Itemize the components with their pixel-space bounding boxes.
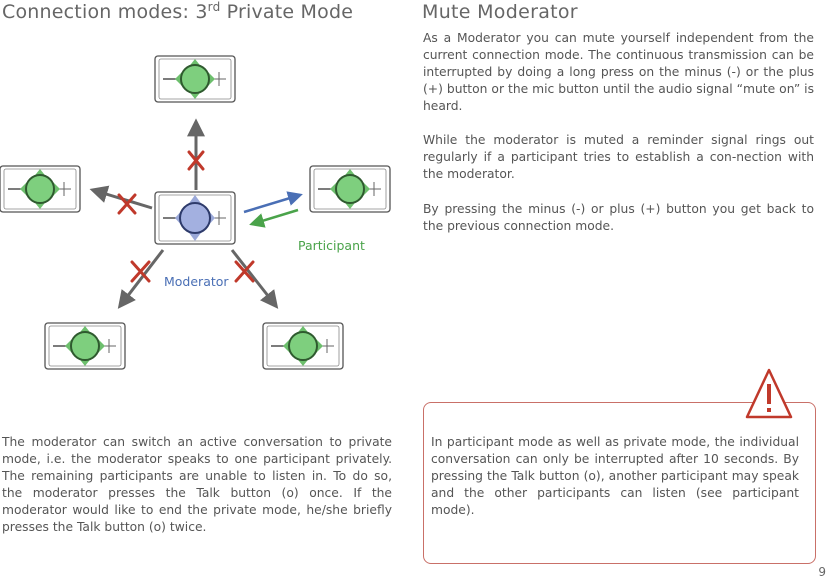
mute-intro-paragraph: As a Moderator you can mute yourself ind… xyxy=(423,31,814,113)
participant-device-bottom-left xyxy=(44,322,126,370)
connection-diagram: Moderator Participant xyxy=(0,55,391,370)
blocked-x-icon xyxy=(117,193,137,215)
participant-device-top xyxy=(154,55,236,103)
arrow-moderator-to-participant xyxy=(243,191,303,214)
moderator-device xyxy=(154,191,236,245)
return-mode-paragraph: By pressing the minus (-) or plus (+) bu… xyxy=(423,202,814,233)
section-title-mute-moderator: Mute Moderator xyxy=(422,1,578,23)
reminder-paragraph: While the moderator is muted a reminder … xyxy=(423,133,814,181)
warning-triangle-icon xyxy=(745,368,793,419)
warning-box xyxy=(423,402,816,564)
blocked-x-icon xyxy=(187,150,205,171)
arrow-to-bottom-left xyxy=(117,249,165,309)
page-number: 9 xyxy=(818,565,826,579)
participant-device-bottom-right xyxy=(262,322,344,370)
moderator-label: Moderator xyxy=(164,274,229,289)
participant-device-right xyxy=(309,165,391,213)
warning-text: In participant mode as well as private m… xyxy=(431,435,799,517)
participant-device-left xyxy=(0,165,81,213)
arrow-to-bottom-right xyxy=(230,249,279,309)
page-title: Connection modes: 3rd Private Mode xyxy=(2,0,354,23)
private-mode-paragraph: The moderator can switch an active conve… xyxy=(2,435,392,534)
blocked-x-icon xyxy=(234,260,255,283)
participant-label: Participant xyxy=(298,238,365,253)
blocked-x-icon xyxy=(130,260,151,283)
arrow-participant-to-moderator xyxy=(249,208,299,228)
